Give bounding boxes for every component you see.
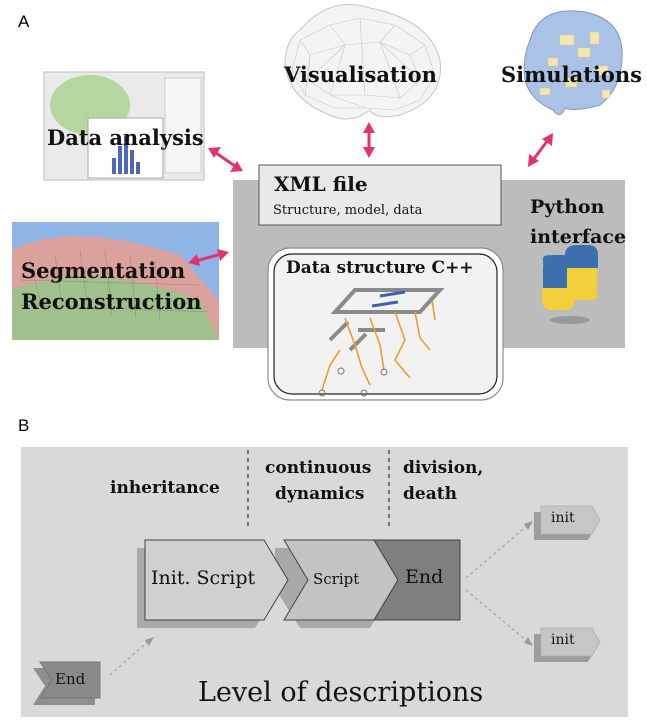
reconstruction-label: Reconstruction xyxy=(21,289,202,314)
script-label: Script xyxy=(313,570,360,588)
xml-file-box xyxy=(258,164,502,226)
simulations-label: Simulations xyxy=(501,62,642,87)
data-structure-label: Data structure C++ xyxy=(286,258,474,278)
panel-a-label: A xyxy=(18,12,30,31)
xml-file-subtitle: Structure, model, data xyxy=(273,203,423,218)
end-small-shape xyxy=(39,661,101,699)
dotted-arrows xyxy=(109,524,529,676)
segmentation-label: Segmentation xyxy=(21,258,186,283)
panel-b-label: B xyxy=(18,416,30,435)
inheritance-label: inheritance xyxy=(110,478,220,498)
segmentation-image xyxy=(12,222,219,340)
end-small-label: End xyxy=(55,670,86,688)
python-label-line1: Python xyxy=(530,196,605,218)
init-bottom-shape xyxy=(540,627,601,657)
python-label-line2: interface xyxy=(530,226,627,248)
simulation-image xyxy=(523,10,623,115)
division-label-line1: division, xyxy=(403,458,484,478)
init-top-shape xyxy=(540,505,601,535)
footer-title: Level of descriptions xyxy=(198,677,484,708)
data-analysis-label: Data analysis xyxy=(47,125,204,150)
data-analysis-screenshot xyxy=(43,71,205,181)
init-script-label: Init. Script xyxy=(151,567,256,589)
end-shape xyxy=(373,539,461,621)
continuous-label-line1: continuous xyxy=(265,458,372,478)
init-top-label: init xyxy=(551,510,575,526)
end-main-label: End xyxy=(405,566,444,588)
visualisation-label: Visualisation xyxy=(284,62,437,87)
division-label-line2: death xyxy=(403,484,457,504)
python-logo-icon xyxy=(542,245,598,324)
init-bottom-label: init xyxy=(551,632,575,648)
init-script-shape xyxy=(144,539,289,621)
cpp-structure-drawing xyxy=(318,288,445,397)
column-dividers xyxy=(247,450,390,530)
mesh-visualisation-image xyxy=(284,4,441,120)
continuous-label-line2: dynamics xyxy=(275,484,365,504)
xml-file-title: XML file xyxy=(274,172,368,196)
pink-arrows xyxy=(188,122,553,266)
